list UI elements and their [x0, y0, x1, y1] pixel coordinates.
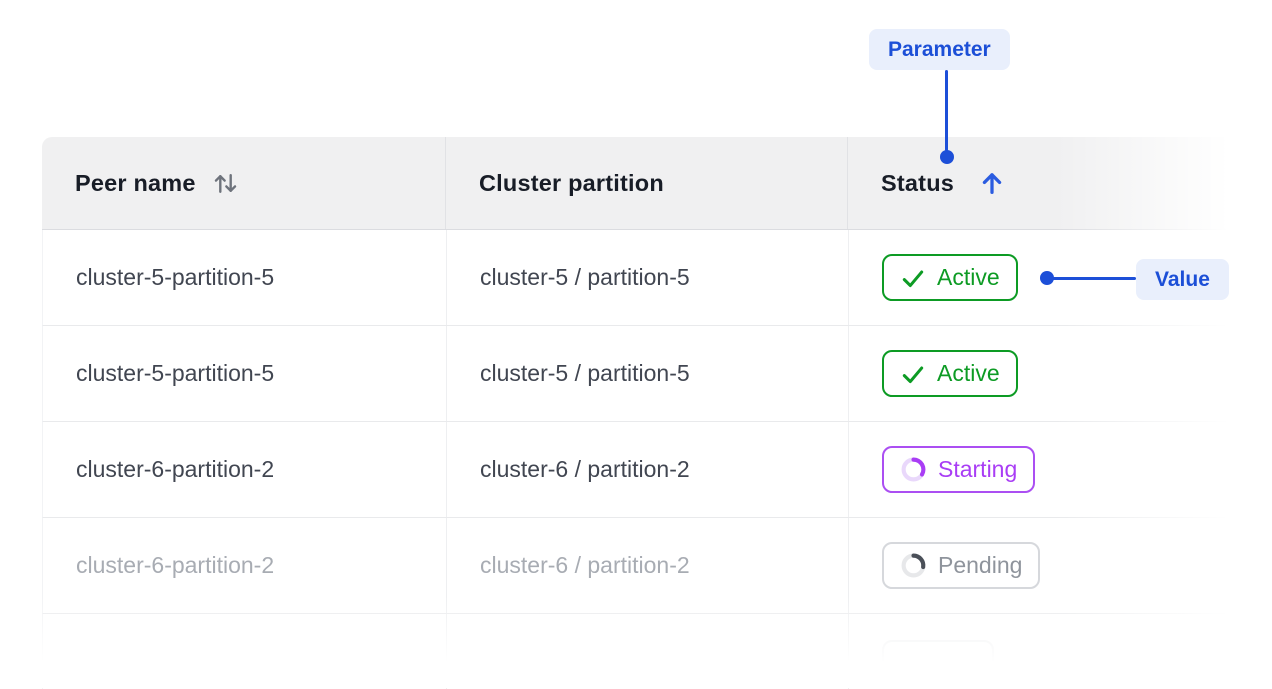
status-badge-label: Active	[937, 360, 1000, 386]
peer-name-cell: cluster-5-partition-5	[76, 360, 275, 386]
status-cell: Active	[848, 326, 1272, 421]
cluster-partition-cell: cluster-6 / partition-2	[446, 422, 848, 517]
peer-name-header-label: Peer name	[75, 169, 196, 196]
table-header-row: Peer name Cluster partition Status	[42, 137, 1272, 230]
check-icon	[900, 361, 926, 387]
cluster-partition-cell: cluster-5 / partition-5	[446, 326, 848, 421]
status-badge-starting: Starting	[882, 446, 1036, 493]
cluster-partition-cell: cluster-5 / partition-5	[446, 230, 848, 325]
cluster-partition-cell	[446, 614, 848, 689]
status-badge-pending: Pending	[882, 542, 1041, 589]
peer-name-cell	[43, 614, 446, 689]
status-badge-active: Active	[882, 350, 1018, 397]
status-badge-partial	[882, 640, 994, 682]
column-header-status[interactable]: Status	[847, 137, 1272, 229]
cluster-partition-cell: cluster-6 / partition-2	[446, 518, 848, 613]
table-row-partial	[42, 614, 1272, 689]
peer-name-cell: cluster-6-partition-2	[76, 552, 275, 578]
status-badge-label: Active	[937, 264, 1000, 290]
table-row: cluster-6-partition-2 cluster-6 / partit…	[42, 518, 1272, 614]
parameter-connector-dot	[940, 150, 954, 164]
peer-name-cell: cluster-5-partition-5	[76, 264, 275, 290]
status-badge-active: Active	[882, 254, 1018, 301]
status-cell: Pending	[848, 518, 1272, 613]
value-annotation-label: Value	[1155, 267, 1210, 291]
status-cell: Starting	[848, 422, 1272, 517]
status-cell	[848, 614, 1272, 689]
cluster-partition-header-label: Cluster partition	[479, 169, 664, 196]
status-cell: Active	[848, 230, 1272, 325]
status-header-label: Status	[881, 169, 955, 196]
value-connector-dot	[1040, 271, 1054, 285]
check-icon	[900, 265, 926, 291]
peers-table: Peer name Cluster partition Status clust…	[42, 137, 1272, 689]
value-connector-line	[1049, 277, 1136, 280]
column-header-peer-name[interactable]: Peer name	[42, 137, 445, 229]
table-row: cluster-6-partition-2 cluster-6 / partit…	[42, 422, 1272, 518]
parameter-annotation-label: Parameter	[888, 37, 991, 61]
parameter-annotation-pill: Parameter	[869, 29, 1010, 70]
status-badge-label: Pending	[938, 552, 1023, 578]
sort-ascending-icon	[978, 169, 1006, 197]
status-badge-label: Starting	[938, 456, 1018, 482]
spinner-icon	[900, 552, 927, 579]
table-row: cluster-5-partition-5 cluster-5 / partit…	[42, 326, 1272, 422]
spinner-icon	[900, 456, 927, 483]
sort-both-icon	[212, 170, 239, 197]
column-header-cluster-partition[interactable]: Cluster partition	[445, 137, 847, 229]
peer-name-cell: cluster-6-partition-2	[76, 456, 275, 482]
value-annotation-pill: Value	[1136, 259, 1229, 300]
parameter-connector-line	[945, 70, 948, 151]
